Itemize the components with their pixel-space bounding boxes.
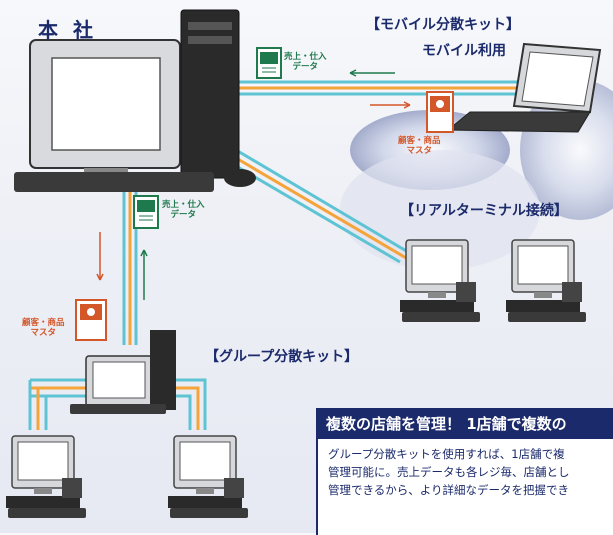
mobile-use-label: モバイル利用 (422, 43, 506, 59)
group-computer (70, 330, 176, 414)
sales-data-icon (133, 195, 159, 229)
badge-line: データ (292, 62, 319, 72)
mobile-kit-heading: 【モバイル分散キット】 (366, 17, 520, 33)
info-body: グループ分散キットを使用すれば、1店舗で複 管理可能に。売上データも各レジ毎、店… (318, 439, 613, 505)
badge-line: マスタ (406, 146, 433, 156)
master-icon (75, 299, 107, 341)
flow-arrows (96, 69, 411, 300)
pos-terminal (505, 239, 587, 323)
hq-label: 本 社 (38, 18, 97, 42)
sales-data-icon (256, 47, 282, 79)
badge-line: 売上・仕入 (284, 52, 327, 62)
info-line: 管理できるから、より詳細なデータを把握でき (328, 483, 570, 497)
info-line: 管理可能に。売上データも各レジ毎、店舗とし (328, 465, 570, 479)
pos-terminal (167, 435, 249, 519)
real-terminal-heading: 【リアルターミナル接続】 (400, 203, 568, 219)
master-icon (426, 91, 454, 133)
badge-line: マスタ (30, 328, 57, 338)
badge-line: 顧客・商品 (22, 318, 65, 328)
group-kit-heading: 【グループ分散キット】 (205, 349, 359, 365)
network-cables (28, 80, 540, 430)
info-line: グループ分散キットを使用すれば、1店舗で複 (328, 447, 565, 461)
pos-terminal (399, 239, 481, 323)
laptop (446, 42, 602, 133)
badge-line: 売上・仕入 (162, 200, 205, 210)
info-box: 複数の店舗を管理！ 1店舗で複数の グループ分散キットを使用すれば、1店舗で複 … (316, 408, 613, 535)
hq-computer (14, 9, 256, 192)
info-heading: 複数の店舗を管理！ 1店舗で複数の (318, 410, 613, 439)
sales-data-badge: 売上・仕入 データ (162, 200, 205, 220)
master-badge: 顧客・商品 マスタ (22, 318, 65, 338)
badge-line: データ (170, 210, 197, 220)
sales-data-badge: 売上・仕入 データ (284, 52, 327, 72)
pos-terminal (5, 435, 87, 519)
master-badge: 顧客・商品 マスタ (398, 136, 441, 156)
badge-line: 顧客・商品 (398, 136, 441, 146)
